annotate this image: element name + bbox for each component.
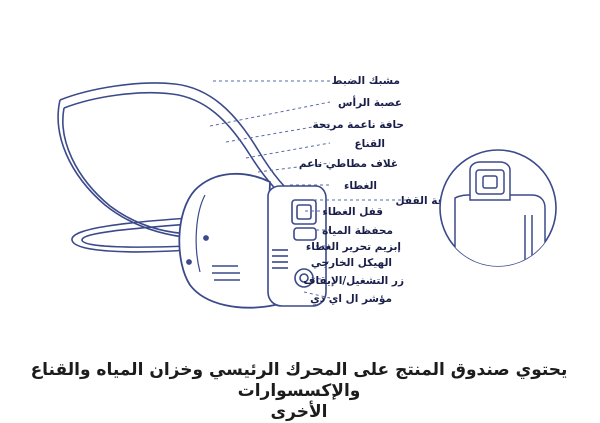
label-lid-release: إبزيم تحرير الغطاء	[306, 241, 401, 253]
product-diagram: مشبك الضبط عصبة الرأس حافة ناعمة مريحة ا…	[57, 75, 557, 309]
label-mask: القناع	[354, 138, 385, 150]
label-headband: عصبة الرأس	[338, 95, 402, 109]
label-led-indicator: مؤشر ال اي دي	[310, 293, 392, 305]
label-lid: الغطاء	[344, 180, 377, 192]
caption-line-1: يحتوي صندوق المنتج على المحرك الرئيسي وخ…	[30, 360, 568, 401]
label-power-button: زر التشغيل/الإيقاف	[303, 275, 404, 287]
caption: يحتوي صندوق المنتج على المحرك الرئيسي وخ…	[6, 360, 592, 423]
label-lid-lock: قفل الغطاء	[323, 206, 384, 218]
label-soft-edge: حافة ناعمة مريحة	[313, 119, 404, 131]
zoom-inset	[439, 149, 557, 267]
caption-line-2: الأخرى	[270, 402, 328, 422]
leader-lines	[209, 80, 410, 299]
head-strap	[57, 82, 301, 239]
mask-body	[178, 172, 284, 309]
label-adjust-clip: مشبك الضبط	[332, 75, 400, 87]
label-water-cassette: محفظة المياه	[322, 225, 393, 237]
label-outer-shell: الهيكل الخارجي	[311, 257, 392, 269]
lower-strap	[71, 217, 191, 253]
label-rubber-cover: غلاف مطاطي ناعم	[299, 158, 398, 170]
